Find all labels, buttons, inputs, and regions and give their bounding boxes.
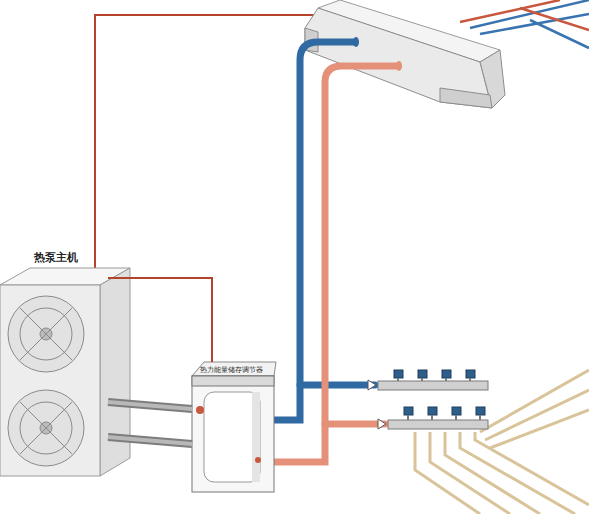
tank-band: [192, 376, 274, 386]
water-pipes: [275, 37, 402, 462]
orange-branch-pipe: [325, 421, 385, 428]
valve-cap: [476, 407, 485, 415]
heating-loop: [490, 410, 589, 448]
pipe-end: [396, 61, 402, 71]
tank-case: [192, 376, 274, 492]
heating-loop: [475, 432, 589, 505]
valves: [394, 370, 485, 415]
manifold: [368, 370, 488, 429]
valve-cap: [428, 407, 437, 415]
refrigerant-pipe: [108, 437, 192, 444]
valve-cap: [394, 370, 403, 378]
node-label: 热泵主机: [34, 250, 78, 265]
unit-side: [100, 268, 130, 476]
pipe-outline: [108, 437, 192, 444]
heat-pump-node: 热泵主机: [0, 250, 108, 478]
blue-line: [530, 20, 589, 48]
fan-grille: [8, 296, 84, 372]
pipe-end: [353, 37, 359, 47]
blue-branch-pipe: [300, 382, 375, 389]
valve-cap: [452, 407, 461, 415]
orange-return-pipe: [275, 66, 398, 462]
storage-tank-node: 热力能量储存调节器: [192, 362, 274, 492]
ball-valve: [378, 419, 386, 429]
fan-blades: [20, 402, 72, 454]
ball-valve: [368, 380, 376, 390]
valve-cap: [466, 370, 475, 378]
tank-port: [255, 457, 261, 463]
unit-front: [0, 285, 100, 476]
floor-heating-loops: [415, 370, 589, 514]
refrigerant-pipe: [108, 402, 192, 409]
control-wire: [108, 278, 212, 362]
heating-loop: [480, 370, 589, 432]
heating-loop: [460, 432, 575, 514]
tank-shade: [252, 392, 260, 482]
tank-port: [196, 406, 204, 414]
control-wire: [95, 15, 318, 268]
valve-stems: [398, 378, 480, 420]
edge-group: [108, 402, 192, 409]
storage-tank: [192, 362, 276, 492]
edge-group: [108, 278, 212, 362]
fan-coil-unit: [305, 0, 505, 108]
valve-cap: [418, 370, 427, 378]
blue-supply-pipe: [275, 42, 355, 420]
node-label: 热力能量储存调节器: [200, 365, 263, 375]
top-pipes: [460, 0, 589, 48]
tank-top: [192, 362, 276, 376]
heat-pump-unit: [0, 268, 130, 476]
valve-cap: [442, 370, 451, 378]
fan-blades: [20, 308, 72, 360]
manifold-bar: [388, 420, 488, 429]
fan-ring: [20, 308, 72, 360]
fan-coil-grille: [440, 88, 492, 108]
red-line: [520, 8, 589, 30]
pipe-outline: [108, 402, 192, 409]
edge-group: [108, 437, 192, 444]
fans: [8, 296, 84, 466]
manifold-bar: [378, 381, 488, 390]
fan-grille: [8, 390, 84, 466]
tank-cylinder: [204, 392, 260, 482]
fan-coil-body: [305, 8, 492, 108]
red-line: [460, 0, 560, 22]
fan-ring: [20, 402, 72, 454]
valve-cap: [404, 407, 413, 415]
